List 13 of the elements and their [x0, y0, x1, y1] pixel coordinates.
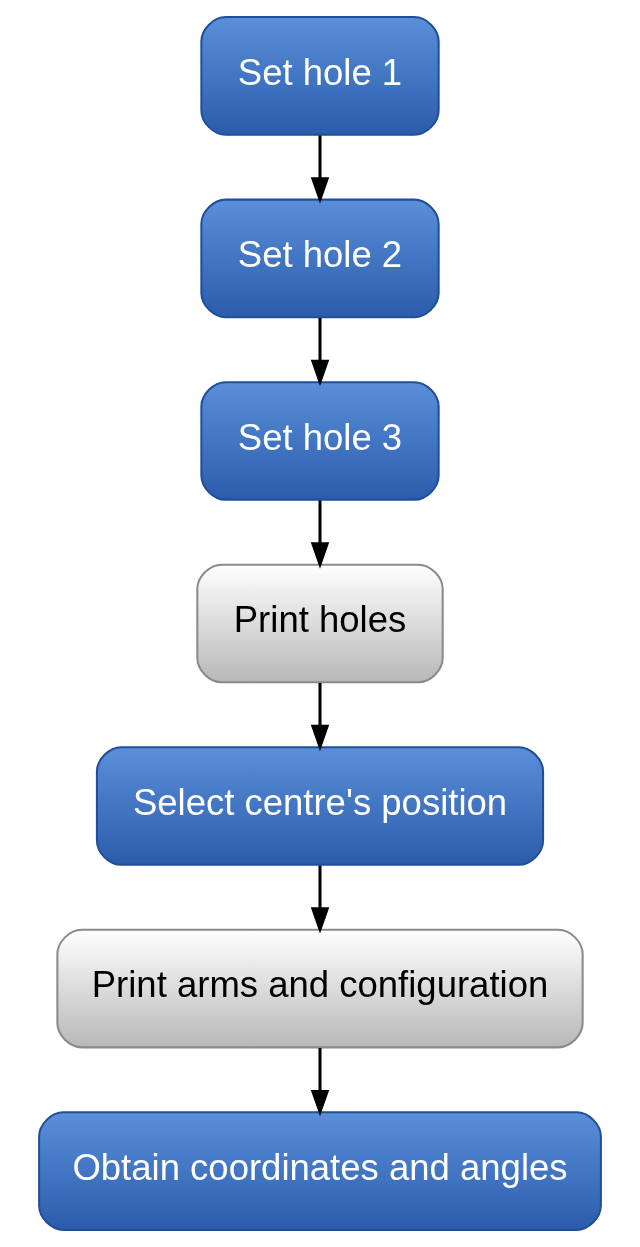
arrow — [310, 317, 330, 387]
arrow — [310, 865, 330, 934]
node-box: Set hole 3 — [200, 381, 440, 501]
arrow — [310, 1048, 330, 1117]
arrow — [310, 683, 330, 752]
arrow — [310, 500, 330, 569]
node-box: Obtain coordinates and angles — [38, 1111, 602, 1231]
node-box: Set hole 2 — [200, 198, 440, 319]
node-box: Select centre's position — [95, 746, 545, 866]
node-box: Print arms and configuration — [56, 928, 584, 1049]
arrow — [310, 135, 330, 204]
node-box: Print holes — [196, 563, 444, 684]
node-box: Set hole 1 — [200, 16, 440, 136]
